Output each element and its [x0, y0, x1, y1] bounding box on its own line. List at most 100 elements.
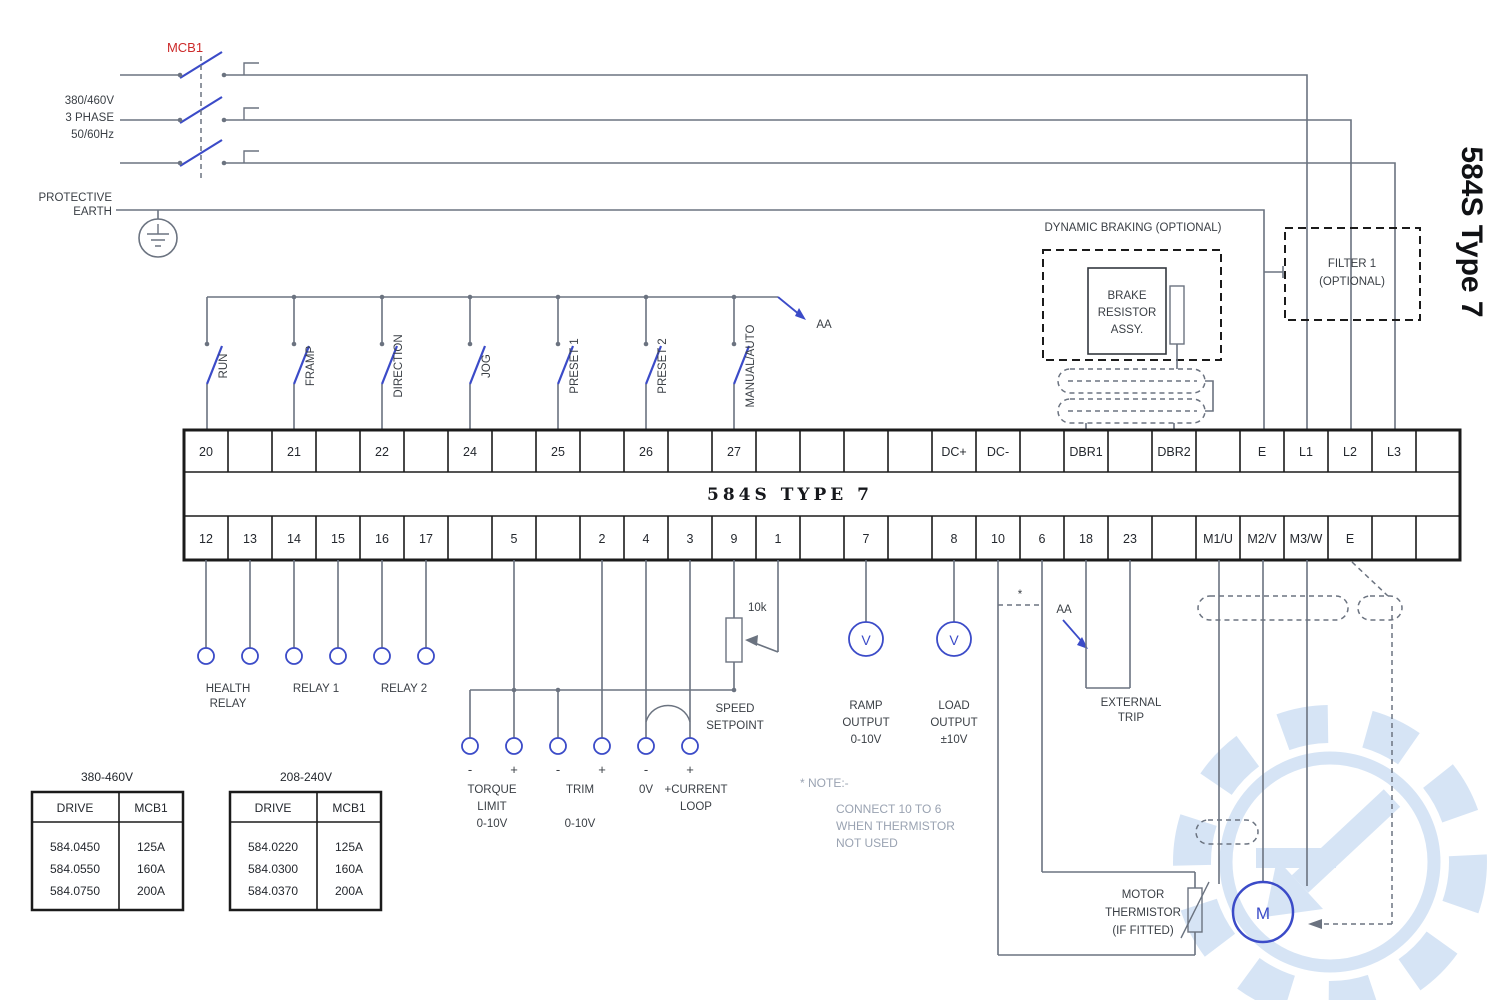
table-cell: 584.0750 [50, 884, 100, 898]
input-terminal-icon [593, 737, 611, 755]
table-cell: 584.0550 [50, 862, 100, 876]
brake-resistor-box [1087, 267, 1167, 355]
terminal-label: 9 [731, 532, 738, 546]
relay-terminal-icon [417, 647, 435, 665]
switch-direction: DIRECTION [379, 297, 405, 430]
supply-frequency-label: 50/60Hz [71, 129, 114, 141]
terminal-label: 12 [199, 532, 213, 546]
supply-phase-label: 3 PHASE [65, 112, 114, 124]
table-cell: 160A [137, 862, 165, 876]
relay-outputs: HEALTH RELAY RELAY 1 RELAY 2 [197, 560, 435, 710]
table-cell: 160A [335, 862, 363, 876]
terminal-label: 13 [243, 532, 257, 546]
relay-terminal-icon [197, 647, 215, 665]
table-cell: 200A [137, 884, 165, 898]
cable-screen-icon [1357, 595, 1403, 621]
table-title: 380-460V [81, 770, 133, 784]
health-relay-label: RELAY [210, 698, 247, 710]
page-title: 584S Type 7 [1455, 146, 1488, 317]
health-relay-label: HEALTH [206, 683, 251, 695]
relay-terminal-icon [329, 647, 347, 665]
terminal-label: 20 [199, 445, 213, 459]
relay-terminal-icon [285, 647, 303, 665]
external-trip-label: EXTERNAL [1101, 697, 1162, 709]
cable-screen-icon [1197, 595, 1349, 621]
terminal-label: M2/V [1247, 532, 1277, 546]
switch-label: DIRECTION [393, 334, 405, 397]
switch-label: FRAMP [305, 346, 317, 387]
terminal-label: 17 [419, 532, 433, 546]
note-line: NOT USED [836, 836, 898, 850]
brake-resistor-label: RESISTOR [1098, 307, 1157, 319]
relay-terminal-icon [373, 647, 391, 665]
input-terminal-icon [681, 737, 699, 755]
watermark-gear-logo [1173, 705, 1487, 1000]
motor-thermistor-label: MOTOR [1122, 889, 1165, 901]
switch-jog: JOG [467, 297, 493, 430]
table-header: DRIVE [255, 801, 292, 815]
input-terminal-icon [461, 737, 479, 755]
terminal-label: 7 [863, 532, 870, 546]
table-cell: 200A [335, 884, 363, 898]
switch-label: MANUAL/AUTO [745, 325, 757, 408]
analog-io: - + - + - + TORQUE LIMIT 0-10V TRIM 0-10… [461, 560, 978, 830]
terminal-label: DBR2 [1157, 445, 1190, 459]
terminal-label: 3 [687, 532, 694, 546]
terminal-label: 8 [951, 532, 958, 546]
torque-limit-label: LIMIT [477, 801, 506, 813]
terminal-block-title: 584S TYPE 7 [707, 485, 873, 505]
switch-preset1: PRESET 1 [555, 297, 581, 430]
table-cell: 584.0300 [248, 862, 298, 876]
terminal-label: 25 [551, 445, 565, 459]
terminal-label: M1/U [1203, 532, 1233, 546]
aa-marker-label: AA [1056, 604, 1072, 616]
terminal-label: 18 [1079, 532, 1093, 546]
trim-label: 0-10V [565, 818, 596, 830]
terminal-label: 1 [775, 532, 782, 546]
load-output-label: LOAD [938, 700, 969, 712]
input-terminal-icon [637, 737, 655, 755]
switch-label: PRESET 1 [569, 338, 581, 393]
polarity-sign: + [510, 762, 518, 777]
terminal-label: 21 [287, 445, 301, 459]
input-terminal-icon [549, 737, 567, 755]
relay-terminal-icon [241, 647, 259, 665]
cable-screen-icon [1195, 819, 1259, 845]
relay2-label: RELAY 2 [381, 683, 427, 695]
table-cell: 584.0370 [248, 884, 298, 898]
terminal-label: L3 [1387, 445, 1401, 459]
voltmeter-symbol: V [861, 632, 871, 648]
current-loop-label: +CURRENT [665, 784, 728, 796]
aa-arrow-icon [777, 296, 801, 316]
motor-thermistor-label: THERMISTOR [1105, 907, 1181, 919]
table-header: MCB1 [332, 801, 366, 815]
drive-table-380-460: 380-460V DRIVE MCB1 584.0450 125A 584.05… [30, 770, 185, 912]
terminal-label: 22 [375, 445, 389, 459]
control-switch-bus: AA [207, 294, 832, 331]
brake-resistor-label: ASSY. [1111, 324, 1143, 336]
ramp-output-label: OUTPUT [842, 717, 889, 729]
torque-limit-label: TORQUE [468, 784, 517, 796]
filter-label: (OPTIONAL) [1319, 276, 1385, 288]
switch-blade-icon [732, 345, 751, 385]
terminal-label: L2 [1343, 445, 1357, 459]
motor-icon: M [1231, 880, 1295, 944]
brake-resistor-label: BRAKE [1108, 290, 1147, 302]
supply-voltage-label: 380/460V [65, 95, 115, 107]
trim-label: TRIM [566, 784, 594, 796]
breaker-blade-icon [179, 139, 223, 167]
terminal-label: 5 [511, 532, 518, 546]
switch-blade-icon [468, 345, 487, 385]
aa-arrowhead-icon [795, 308, 806, 320]
terminal-block: 584S TYPE 7 20 21 22 24 25 26 27 DC+ DC-… [182, 428, 1462, 562]
protective-earth: PROTECTIVE EARTH [39, 192, 1284, 430]
switch-framp: FRAMP [291, 297, 317, 430]
note-asterisk: * [1018, 589, 1023, 601]
mcb1-label: MCB1 [167, 40, 203, 55]
terminal-label: 16 [375, 532, 389, 546]
current-loop-label: LOOP [680, 801, 712, 813]
pot-value-label: 10k [748, 602, 767, 614]
table-cell: 584.0450 [50, 840, 100, 854]
